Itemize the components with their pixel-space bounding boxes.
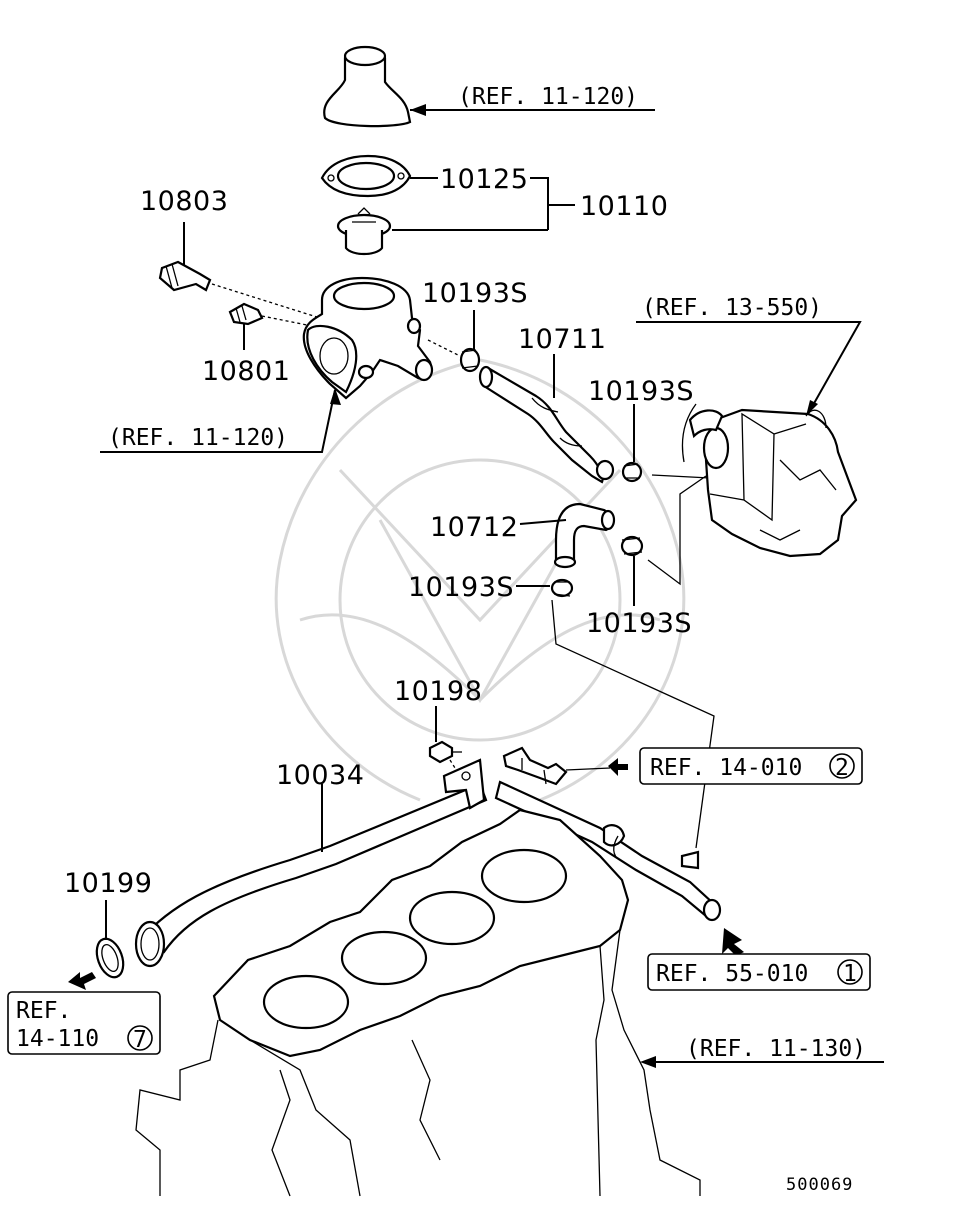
- ref-14-010-box: [639, 747, 863, 785]
- arrow-ref-55-010: [722, 928, 744, 956]
- hose-10711: [478, 365, 615, 484]
- diagram-id: 500069: [786, 1175, 853, 1195]
- label-10193s-b: 10193S: [588, 376, 694, 407]
- gasket-10125: [320, 154, 412, 198]
- label-10199: 10199: [64, 868, 152, 899]
- ref-11-120-left: (REF. 11-120): [108, 425, 288, 451]
- water-outlet-fitting: [323, 45, 412, 128]
- bolt-10198: [428, 740, 462, 764]
- dash-10801: [261, 315, 313, 327]
- ref-11-130: (REF. 11-130): [686, 1036, 866, 1062]
- ref-55-010: REF. 55-010: [656, 961, 808, 987]
- label-10712: 10712: [430, 512, 518, 543]
- clamp-10193s-a: [459, 347, 481, 373]
- ref-14-110-box: [7, 991, 161, 1055]
- ref-13-550: (REF. 13-550): [642, 295, 822, 321]
- ref-55-010-num: 1: [843, 961, 857, 987]
- clamp-10193s-d: [620, 535, 644, 557]
- label-10193s-d: 10193S: [586, 608, 692, 639]
- clamp-10193s-c: [550, 578, 574, 598]
- arrow-ref-14-010: [608, 758, 628, 776]
- label-10801: 10801: [202, 356, 290, 387]
- arrow-ref-13-550: [806, 400, 818, 416]
- bypass-pipe: [494, 746, 722, 922]
- dash-10803: [211, 283, 321, 319]
- label-10125: 10125: [440, 164, 528, 195]
- link-clamp-d: [647, 475, 707, 586]
- ref-11-120-top: (REF. 11-120): [458, 84, 638, 110]
- ref-14-010-circle: [829, 753, 855, 779]
- sensor-10801: [228, 302, 264, 326]
- label-10803: 10803: [140, 186, 228, 217]
- thermostat-housing: [302, 276, 434, 400]
- label-10711: 10711: [518, 324, 606, 355]
- watermark-emblem: [274, 358, 686, 802]
- ref-14-010-num: 2: [835, 755, 849, 781]
- leader-ref-left: [100, 389, 336, 453]
- ref-55-010-box: [647, 953, 871, 991]
- hose-10712: [553, 502, 616, 569]
- dash-clamp-a: [427, 339, 461, 357]
- o-ring-10199: [95, 937, 125, 979]
- arrow-ref-left: [330, 388, 341, 405]
- ref-55-010-circle: [837, 959, 863, 985]
- leader-10712: [519, 519, 567, 525]
- cylinder-block: [135, 808, 701, 1197]
- water-pipe-10034: [134, 758, 488, 968]
- leader-ref-14-010: [565, 767, 611, 771]
- clamp-10193s-b: [621, 461, 643, 483]
- label-10198: 10198: [394, 676, 482, 707]
- arrow-ref-11-130: [640, 1056, 656, 1068]
- ref-14-010: REF. 14-010: [650, 755, 802, 781]
- arrow-ref-14-110: [68, 972, 96, 990]
- sensor-10803: [158, 260, 212, 292]
- link-clamp-b: [651, 474, 711, 479]
- label-10193s-a: 10193S: [422, 278, 528, 309]
- label-10193s-c: 10193S: [408, 572, 514, 603]
- ref-14-110-line2: 14-110: [16, 1026, 99, 1052]
- thermostat: [336, 207, 392, 256]
- label-10034: 10034: [276, 760, 364, 791]
- ref-14-110-num: 7: [133, 1027, 147, 1053]
- ref-14-110-line1: REF.: [16, 998, 71, 1024]
- label-10110: 10110: [580, 191, 668, 222]
- ref-14-110-circle: [127, 1025, 153, 1051]
- bracket-10110: [530, 177, 575, 230]
- throttle-body: [681, 403, 858, 558]
- arrow-ref-top: [410, 104, 426, 116]
- leader-ref-13-550: [636, 321, 862, 415]
